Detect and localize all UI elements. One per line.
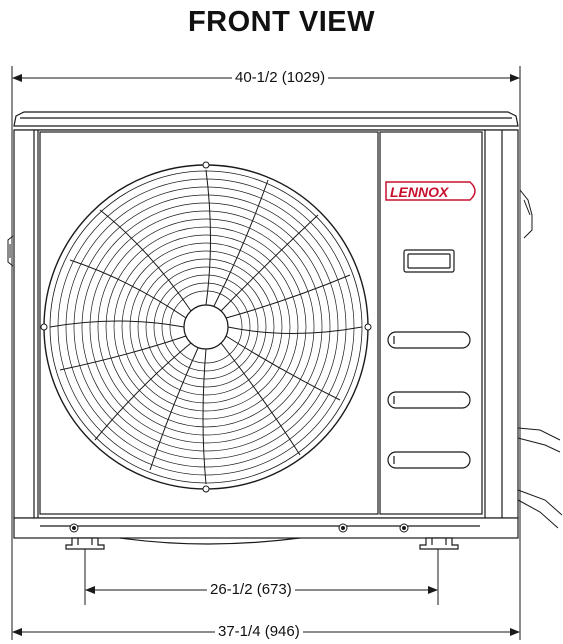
left-foot: [65, 537, 105, 550]
feet-spacing-label: 26-1/2 (673): [207, 581, 295, 599]
louver-3: [387, 451, 471, 469]
extension-lines: [11, 66, 521, 640]
louver-2: [387, 391, 471, 409]
overall-width-label: 40-1/2 (1029): [232, 69, 329, 87]
base-screws: [69, 523, 409, 533]
left-bracket: [7, 235, 14, 267]
right-foot: [419, 537, 459, 550]
feet: [65, 537, 459, 550]
drawing-title: FRONT VIEW: [187, 6, 376, 38]
top-cover: [13, 111, 519, 131]
side-bracket: [517, 189, 563, 529]
louver-1: [387, 331, 471, 349]
fan-guard: [40, 161, 372, 493]
service-panel: [387, 249, 471, 469]
lennox-logo: LENNOX: [385, 181, 476, 201]
base-width-label: 37-1/4 (946): [215, 623, 303, 641]
logo-text: LENNOX: [390, 184, 450, 200]
